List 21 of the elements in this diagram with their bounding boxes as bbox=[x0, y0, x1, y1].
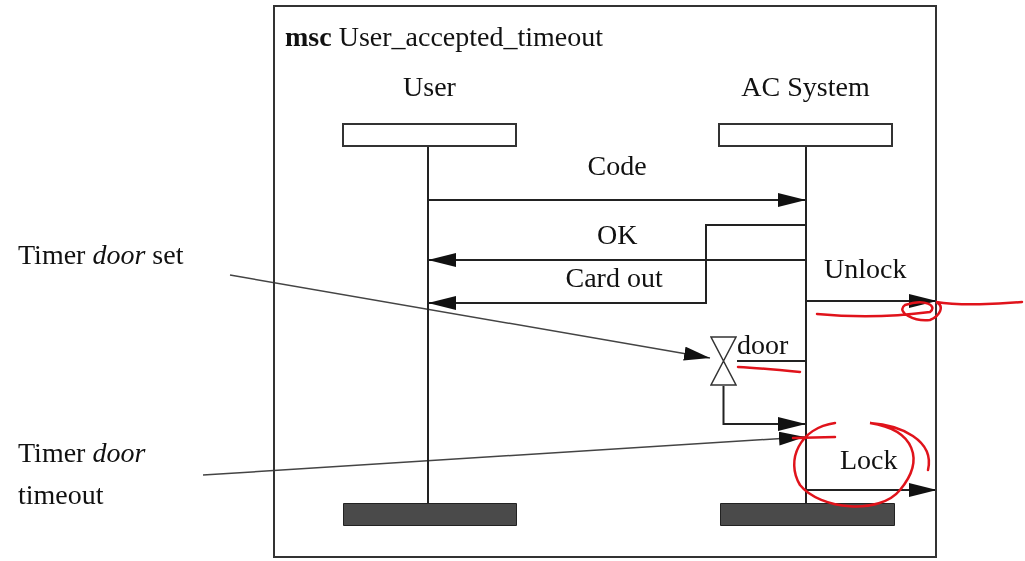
message-arrow bbox=[427, 193, 807, 207]
message-arrow bbox=[427, 224, 807, 310]
leader-line bbox=[229, 274, 711, 361]
frame-label: msc User_accepted_timeout bbox=[285, 21, 603, 53]
message-arrow bbox=[805, 294, 938, 308]
message-arrow bbox=[427, 253, 807, 267]
leader-line bbox=[202, 431, 806, 476]
lifeline bbox=[805, 147, 807, 503]
timer-set-line bbox=[736, 360, 807, 362]
instance-end-bar bbox=[720, 503, 895, 526]
timer-symbol bbox=[710, 336, 737, 386]
annotation-text: Timer door set bbox=[18, 234, 258, 276]
lifeline bbox=[427, 147, 429, 503]
instance-end-bar bbox=[343, 503, 517, 526]
instance-name: AC System bbox=[741, 71, 870, 103]
msc-frame bbox=[273, 5, 937, 558]
instance-name: User bbox=[403, 71, 456, 103]
message-arrow bbox=[805, 483, 938, 497]
timeout-arrow bbox=[722, 385, 807, 431]
timer-name: door bbox=[737, 329, 789, 361]
annotation-text: Timer door timeout bbox=[18, 432, 203, 516]
